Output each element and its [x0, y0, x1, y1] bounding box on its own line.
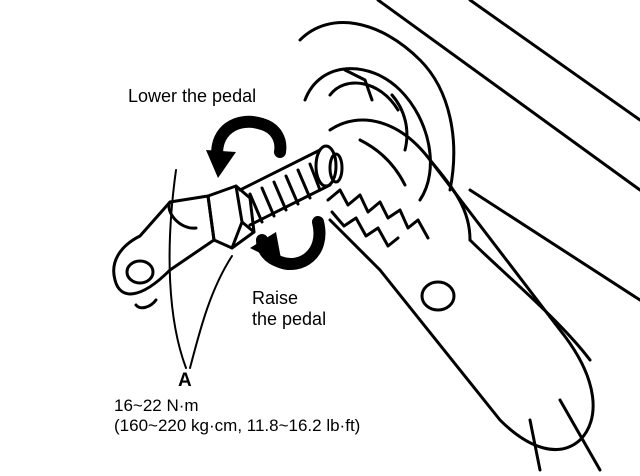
torque-spec: 16~22 N·m (160~220 kg·cm, 11.8~16.2 lb·f… [114, 396, 360, 435]
rotate-arrow-icon [250, 216, 326, 270]
threaded-pushrod [238, 144, 344, 227]
callout-a-label: A [178, 370, 192, 391]
raise-pedal-label: Raise the pedal [252, 288, 326, 329]
clevis-yoke [112, 194, 216, 310]
callout-a-leaders [168, 169, 233, 369]
raise-pedal-label-line2: the pedal [252, 308, 327, 329]
raise-pedal-label-line1: Raise [252, 288, 299, 308]
rotate-arrow-icon [206, 115, 287, 178]
lower-pedal-label: Lower the pedal [128, 86, 257, 106]
torque-spec-line2: (160~220 kg·cm, 11.8~16.2 lb·ft) [114, 415, 361, 435]
torque-spec-line1: 16~22 N·m [114, 396, 199, 415]
locking-pliers [326, 118, 595, 452]
pushrod-boss [303, 67, 432, 202]
